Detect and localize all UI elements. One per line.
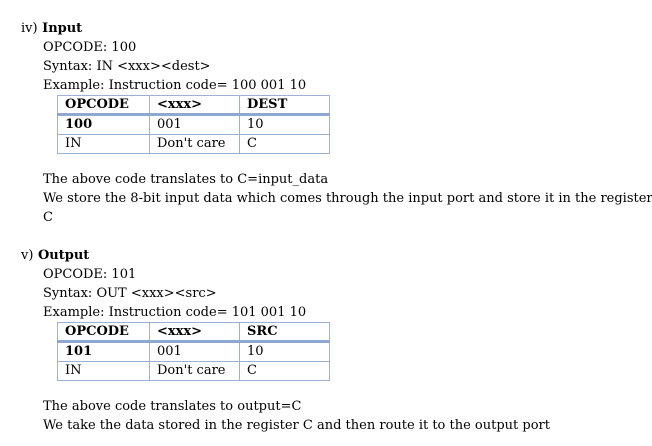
input-opcode-table: OPCODE <xxx> DEST 100 001 10 IN Don't ca… (57, 95, 330, 154)
table-header-cell: SRC (239, 322, 330, 343)
table-header-cell: <xxx> (149, 322, 240, 343)
output-translation-text: The above code translates to output=C (43, 399, 302, 414)
input-description-line1: We store the 8-bit input data which come… (43, 191, 652, 206)
output-opcode-table: OPCODE <xxx> SRC 101 001 10 IN Don't car… (57, 322, 330, 381)
output-section-number: v) (21, 248, 34, 263)
table-cell: 101 (57, 341, 150, 362)
input-section-title: Input (42, 21, 83, 36)
input-section-number: iv) (21, 21, 38, 36)
output-syntax: Syntax: OUT <xxx><src> (43, 286, 217, 301)
output-section-title: Output (37, 248, 90, 263)
output-heading: v) Output (21, 247, 89, 265)
table-header-cell: OPCODE (57, 95, 150, 116)
input-opcode: OPCODE: 100 (43, 40, 137, 55)
table-cell: 001 (149, 114, 240, 135)
table-header-row: OPCODE <xxx> DEST (57, 95, 330, 116)
input-syntax: Syntax: IN <xxx><dest> (43, 59, 211, 74)
table-header-cell: OPCODE (57, 322, 150, 343)
input-description-line2: C (43, 210, 53, 225)
input-heading: iv) Input (21, 20, 82, 38)
table-header-cell: <xxx> (149, 95, 240, 116)
table-row: IN Don't care C (57, 134, 330, 154)
table-row: IN Don't care C (57, 361, 330, 381)
table-cell: 10 (239, 114, 330, 135)
output-description: We take the data stored in the register … (43, 418, 550, 433)
output-opcode: OPCODE: 101 (43, 267, 137, 282)
table-cell: 10 (239, 341, 330, 362)
table-header-cell: DEST (239, 95, 330, 116)
table-cell: Don't care (149, 361, 240, 381)
table-header-row: OPCODE <xxx> SRC (57, 322, 330, 343)
table-row: 101 001 10 (57, 341, 330, 362)
table-row: 100 001 10 (57, 114, 330, 135)
table-cell: IN (57, 134, 150, 154)
table-cell: IN (57, 361, 150, 381)
table-cell: 001 (149, 341, 240, 362)
input-example: Example: Instruction code= 100 001 10 (43, 78, 307, 93)
table-cell: 100 (57, 114, 150, 135)
table-cell: C (239, 361, 330, 381)
table-cell: C (239, 134, 330, 154)
table-cell: Don't care (149, 134, 240, 154)
output-example: Example: Instruction code= 101 001 10 (43, 305, 307, 320)
input-translation-text: The above code translates to C=input_dat… (43, 172, 329, 187)
